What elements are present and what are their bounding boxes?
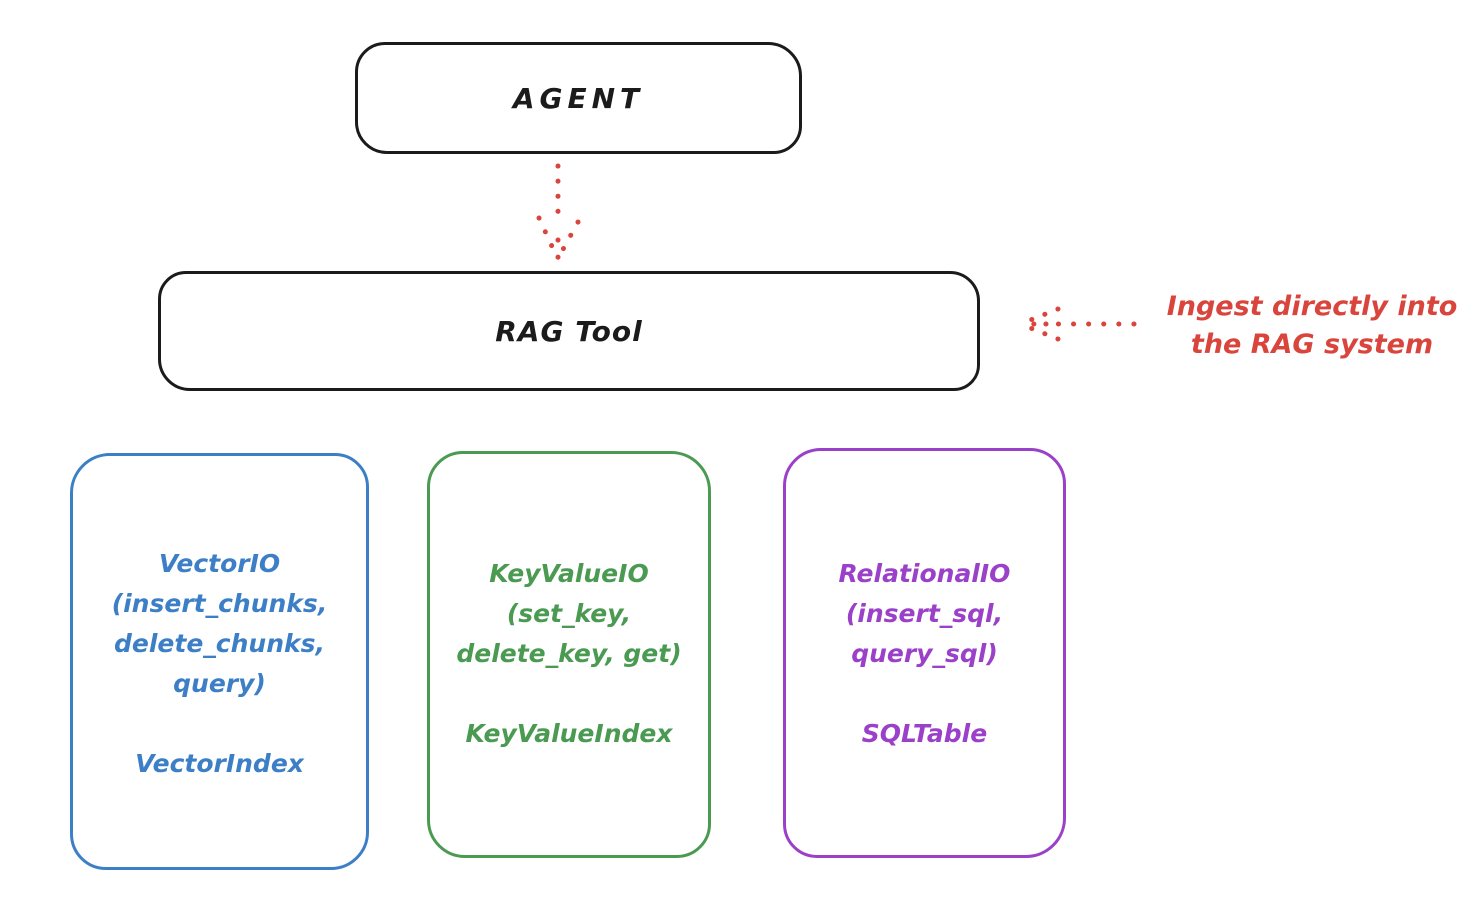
- sql-table-label: SQLTable: [861, 719, 988, 748]
- ingest-annotation-line1: Ingest directly into: [1166, 291, 1458, 322]
- ingest-annotation-line2: the RAG system: [1190, 329, 1434, 360]
- relational-io-title: RelationalIO: [838, 559, 1011, 588]
- relational-io-node: RelationalIO (insert_sql, query_sql) SQL…: [783, 448, 1066, 858]
- rag-tool-node-label: RAG Tool: [495, 314, 643, 348]
- relational-io-methods-line1: (insert_sql,: [845, 599, 1004, 628]
- agent-node: AGENT: [355, 42, 802, 154]
- vector-io-node: VectorIO (insert_chunks, delete_chunks, …: [70, 453, 369, 870]
- keyvalue-io-node: KeyValueIO (set_key, delete_key, get) Ke…: [427, 451, 711, 858]
- arrow-down-icon: [536, 163, 581, 262]
- keyvalue-io-methods-line1: (set_key,: [506, 599, 632, 628]
- keyvalue-index-label: KeyValueIndex: [465, 719, 673, 748]
- ingest-annotation: Ingest directly into the RAG system: [1138, 288, 1484, 364]
- arrow-left-icon: [1020, 306, 1137, 342]
- vector-index-label: VectorIndex: [135, 749, 304, 778]
- relational-io-methods-line2: query_sql): [851, 639, 998, 668]
- vector-io-methods-line1: (insert_chunks,: [111, 589, 328, 618]
- keyvalue-io-methods-line2: delete_key, get): [456, 639, 682, 668]
- vector-io-methods-line2: delete_chunks,: [114, 629, 325, 658]
- keyvalue-io-title: KeyValueIO: [489, 559, 649, 588]
- rag-tool-node: RAG Tool: [158, 271, 980, 391]
- vector-io-title: VectorIO: [158, 549, 281, 578]
- agent-node-label: AGENT: [512, 81, 645, 115]
- vector-io-methods-line3: query): [173, 669, 266, 698]
